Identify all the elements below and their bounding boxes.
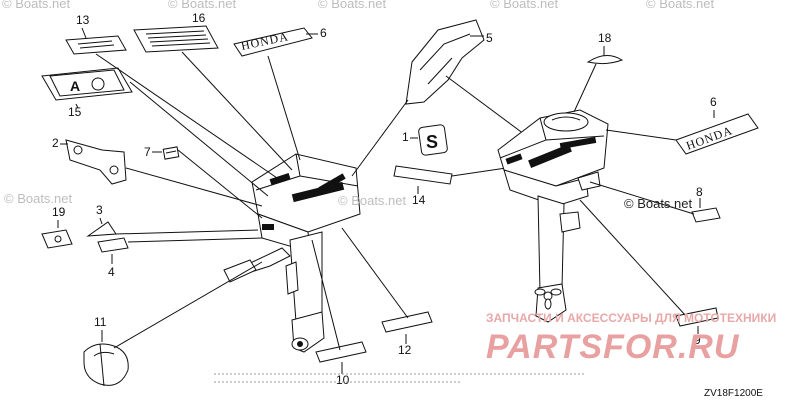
callout-18: 18 bbox=[598, 31, 612, 45]
watermark-left: © Boats.net bbox=[4, 191, 73, 206]
callout-12: 12 bbox=[398, 343, 412, 357]
part-16-label bbox=[133, 25, 219, 53]
parts-shop-caption: ЗАПЧАСТИ И АКСЕССУАРЫ ДЛЯ МОТОТЕХНИКИ bbox=[486, 311, 776, 325]
diagram-code: ZV18F1200E bbox=[704, 388, 763, 399]
part-18-cap-decal bbox=[586, 55, 624, 65]
watermark-top-2: © Boats.net bbox=[168, 0, 237, 11]
watermark-top-5: © Boats.net bbox=[646, 0, 715, 11]
part-13-label bbox=[65, 35, 127, 55]
part-6-honda-emblem-left: HONDA bbox=[233, 27, 313, 57]
callout-4: 4 bbox=[108, 265, 115, 279]
part-4-decal bbox=[97, 237, 129, 253]
callout-11: 11 bbox=[94, 315, 107, 329]
part-7-decal bbox=[162, 146, 180, 160]
callout-19: 19 bbox=[52, 205, 66, 219]
watermark-top-4: © Boats.net bbox=[490, 0, 559, 11]
part-11-clamp-band bbox=[83, 343, 129, 387]
part-14-stripe bbox=[393, 165, 453, 185]
svg-text:S: S bbox=[426, 132, 438, 152]
outboard-motor-left bbox=[223, 153, 361, 353]
watermark-top-3: © Boats.net bbox=[318, 0, 387, 11]
callout-13: 13 bbox=[76, 13, 90, 27]
outboard-motor-right bbox=[497, 109, 609, 323]
parts-shop-logo: PARTSFOR.RU bbox=[486, 328, 740, 366]
watermark-center: © Boats.net bbox=[338, 193, 407, 208]
part-2-gasket bbox=[65, 139, 127, 185]
callout-6-right: 6 bbox=[710, 95, 717, 109]
part-10-stripe bbox=[315, 341, 367, 363]
callout-15: 15 bbox=[68, 105, 82, 119]
part-15-decal: A bbox=[41, 67, 133, 101]
part-19-sticker bbox=[41, 229, 73, 249]
part-6-honda-emblem-right: HONDA bbox=[675, 113, 759, 155]
callout-1: 1 bbox=[402, 130, 409, 144]
watermark-right: © Boats.net bbox=[624, 196, 693, 211]
callout-2: 2 bbox=[52, 136, 59, 150]
callout-7: 7 bbox=[144, 145, 151, 159]
part-9-stripe bbox=[675, 307, 719, 327]
callout-16: 16 bbox=[192, 11, 206, 25]
part-1-badge: S bbox=[418, 124, 448, 156]
callout-8: 8 bbox=[696, 185, 703, 199]
part-5-bracket-cover bbox=[405, 19, 485, 105]
callout-3: 3 bbox=[96, 203, 103, 217]
watermark-top-left: © Boats.net bbox=[2, 0, 71, 11]
callout-10: 10 bbox=[336, 373, 350, 387]
callout-5: 5 bbox=[486, 31, 493, 45]
part-12-stripe bbox=[381, 311, 433, 333]
svg-text:A: A bbox=[70, 78, 80, 94]
callout-6-left: 6 bbox=[320, 26, 327, 40]
callout-14: 14 bbox=[412, 193, 426, 207]
callout-9: 9 bbox=[694, 333, 701, 347]
part-8-decal bbox=[691, 207, 721, 223]
propeller-icon bbox=[534, 288, 562, 310]
part-3-triangle-decal bbox=[86, 221, 117, 237]
